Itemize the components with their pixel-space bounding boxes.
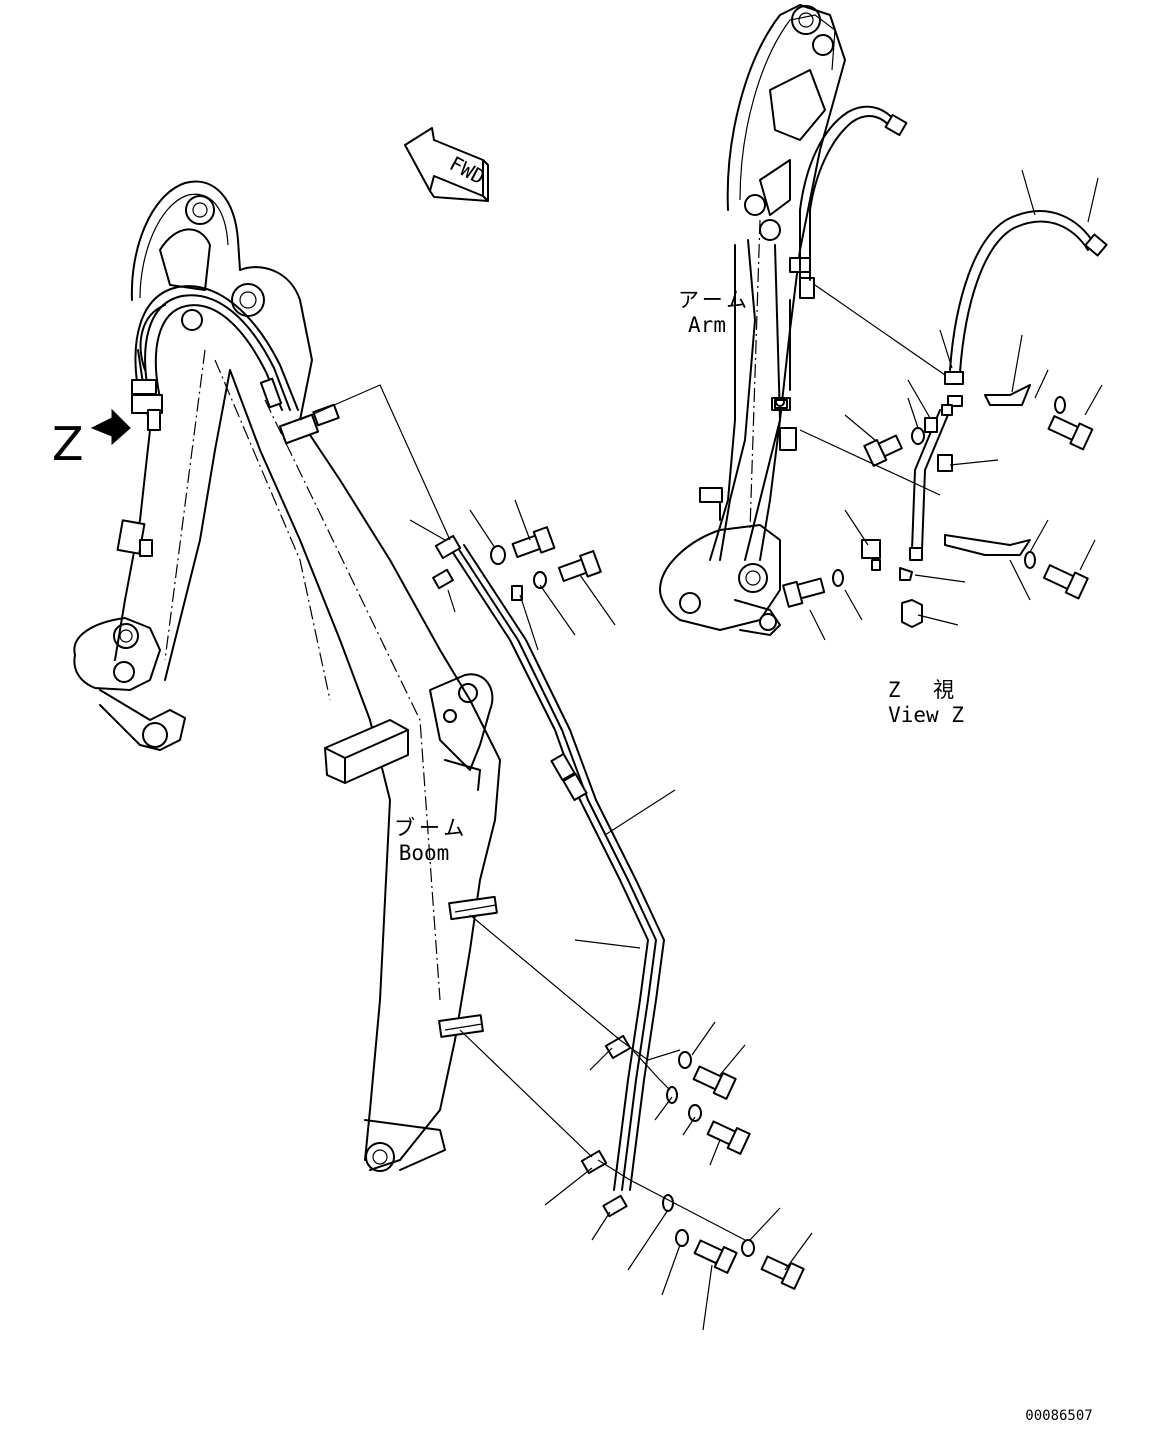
fwd-arrow-icon: FWD	[404, 127, 489, 202]
pipe-assembly	[432, 534, 665, 1218]
boom-clamp-lower	[438, 1014, 484, 1038]
boom-label-jp: ブーム	[394, 816, 469, 840]
leader-lines-z-view	[799, 169, 1103, 641]
arm-detail-view	[659, 4, 908, 636]
z-marker-label: Z	[52, 417, 84, 471]
view-label-jp: Z 視	[887, 678, 965, 702]
boom-arm-assembly	[73, 180, 501, 1172]
boom-clamp-upper	[278, 403, 340, 445]
leader-lines-main	[299, 384, 813, 1331]
hardware-main-view	[490, 526, 805, 1290]
arm-label-jp: アーム	[678, 288, 752, 312]
z-view-components	[782, 210, 1108, 628]
arm-label-en: Arm	[688, 313, 726, 337]
z-view-arrow-icon	[90, 408, 131, 446]
drawing-number: 00086507	[1025, 1408, 1093, 1424]
boom-label-en: Boom	[398, 841, 450, 865]
boom-clamp-middle	[448, 895, 498, 921]
view-label-en: View Z	[888, 703, 964, 727]
